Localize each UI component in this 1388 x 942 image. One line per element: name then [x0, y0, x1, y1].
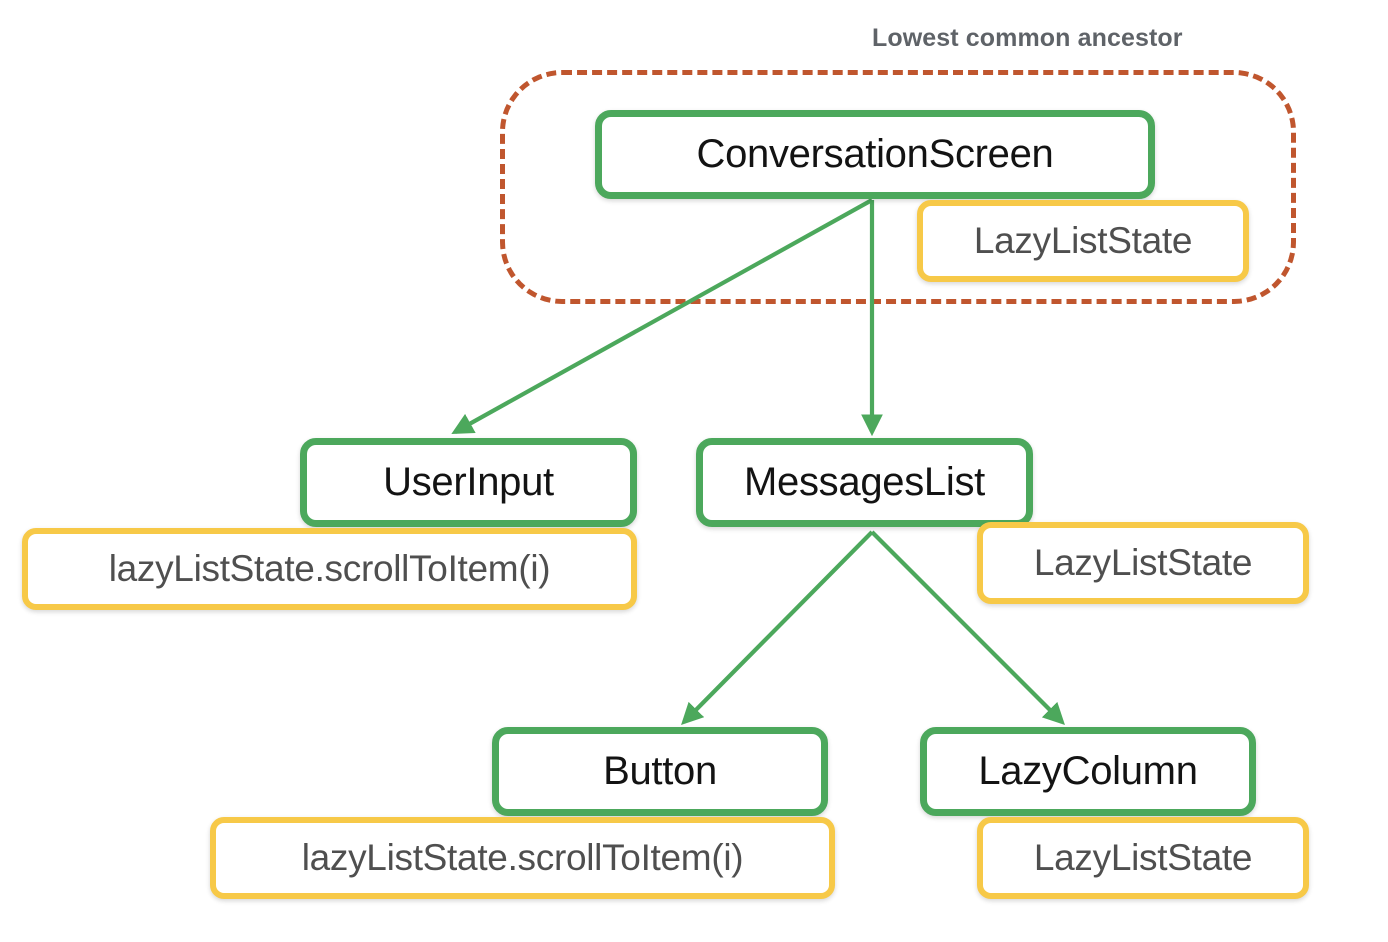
- node-conversation-screen[interactable]: ConversationScreen: [595, 110, 1155, 199]
- state-conversation-screen[interactable]: LazyListState: [917, 200, 1249, 282]
- node-button[interactable]: Button: [492, 727, 828, 816]
- state-conversation-screen-label: LazyListState: [973, 220, 1193, 261]
- state-button-label: lazyListState.scrollToItem(i): [301, 837, 744, 878]
- node-user-input-label: UserInput: [383, 460, 554, 504]
- node-lazy-column-label: LazyColumn: [978, 749, 1198, 793]
- state-messages-list[interactable]: LazyListState: [977, 522, 1309, 604]
- node-button-label: Button: [603, 749, 717, 793]
- state-button[interactable]: lazyListState.scrollToItem(i): [210, 817, 835, 899]
- node-messages-list-label: MessagesList: [744, 460, 985, 504]
- node-conversation-screen-label: ConversationScreen: [696, 132, 1054, 176]
- edge-messageslist-button: [681, 530, 874, 725]
- state-lazy-column[interactable]: LazyListState: [977, 817, 1309, 899]
- node-messages-list[interactable]: MessagesList: [696, 438, 1033, 527]
- state-messages-list-label: LazyListState: [1033, 542, 1253, 583]
- node-lazy-column[interactable]: LazyColumn: [920, 727, 1256, 816]
- node-user-input[interactable]: UserInput: [300, 438, 637, 527]
- state-lazy-column-label: LazyListState: [1033, 837, 1253, 878]
- state-user-input[interactable]: lazyListState.scrollToItem(i): [22, 528, 637, 610]
- lowest-common-ancestor-region: [500, 70, 1296, 304]
- state-user-input-label: lazyListState.scrollToItem(i): [108, 548, 551, 589]
- lowest-common-ancestor-label: Lowest common ancestor: [872, 24, 1183, 52]
